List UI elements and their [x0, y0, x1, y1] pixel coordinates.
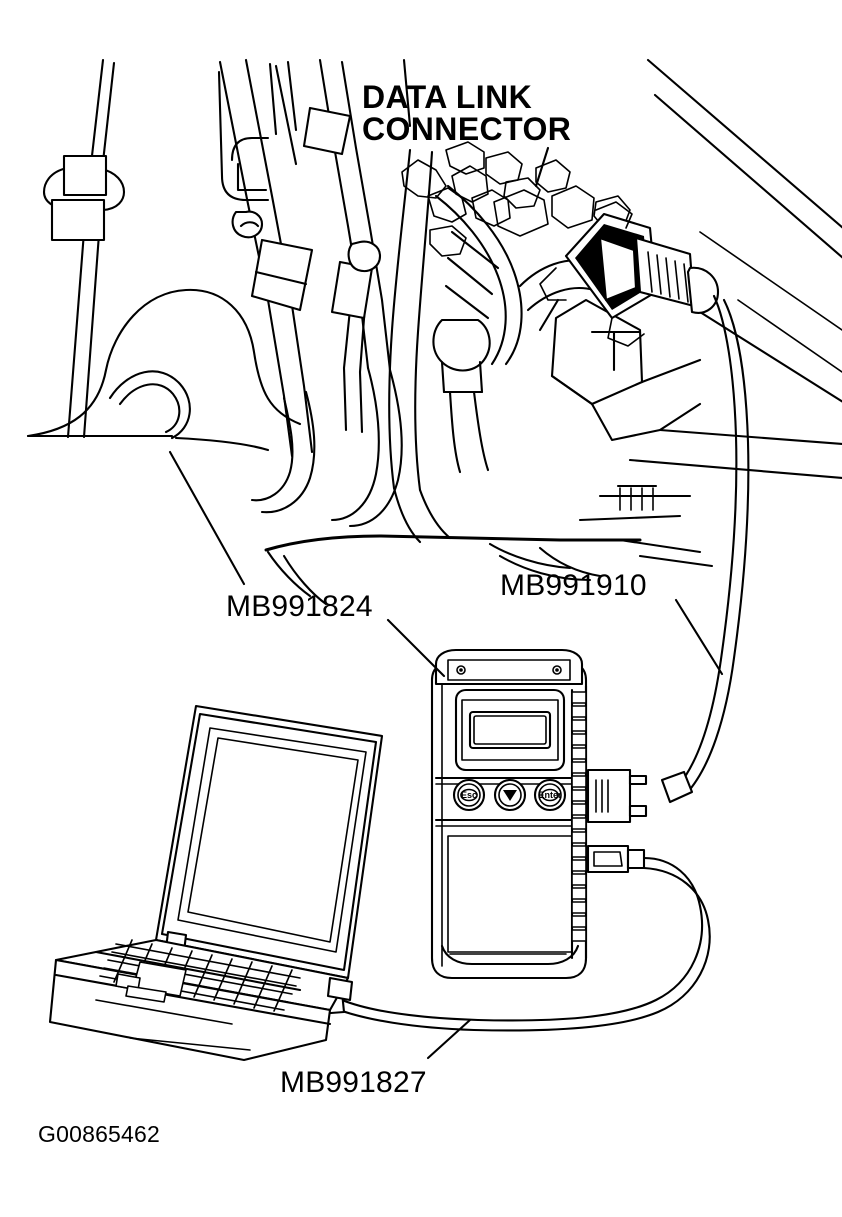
- esc-button-label: Esc: [461, 790, 477, 800]
- laptop-trackpad[interactable]: [115, 961, 187, 1003]
- junction-block: [518, 259, 702, 442]
- wiring-harness-main: [388, 148, 452, 544]
- steering-column: [218, 58, 403, 528]
- pedal-bracket: [26, 288, 302, 452]
- dash-edge-lines: [646, 58, 842, 373]
- callout-leader-lines: [386, 146, 724, 1060]
- figure-id-label: G00865462: [38, 1121, 160, 1147]
- connector-ribs: [647, 251, 689, 303]
- leader-mb991910: [674, 598, 724, 676]
- hood-release-cable: [42, 58, 126, 439]
- floor-carpet: [264, 534, 714, 606]
- down-arrow-glyph: [503, 790, 517, 801]
- harness-clips: [401, 141, 571, 257]
- callout-label-mb991827: MB991827: [280, 1066, 427, 1099]
- dash-bracket-left: [217, 70, 270, 239]
- personal-computer: [48, 704, 384, 1062]
- callout-label-mb991910: MB991910: [500, 569, 647, 602]
- enter-button[interactable]: Enter: [533, 778, 567, 812]
- enter-button-label: Enter: [538, 790, 562, 800]
- center-brackets: [268, 58, 412, 434]
- vehicle-underdash-illustration: [26, 58, 842, 606]
- leader-mb991827: [426, 1018, 472, 1060]
- scan-tool-vent-slots: [570, 684, 588, 960]
- usb-port[interactable]: [586, 844, 646, 874]
- leader-line-interior: [168, 450, 246, 586]
- callout-label-mb991824: MB991824: [226, 590, 373, 623]
- labels: DATA LINK CONNECTOR MB991824 MB991910 MB…: [38, 79, 647, 1147]
- leader-mb991824: [386, 618, 446, 678]
- data-link-connector-label-line1: DATA LINK: [362, 79, 532, 115]
- leader-data-link-connector: [534, 146, 550, 188]
- cable-mb991910: [660, 294, 750, 804]
- data-link-connector-assembly: [539, 201, 720, 347]
- data-link-connector-label-line2: CONNECTOR: [362, 111, 571, 147]
- wiring-harness-branches: [432, 184, 523, 474]
- laptop-screen[interactable]: [187, 737, 359, 943]
- dsub-port[interactable]: [586, 768, 648, 824]
- scan-tool-mb991824: Esc Enter: [430, 648, 648, 980]
- scan-tool-buttons: Esc Enter: [452, 778, 567, 812]
- scan-tool-top-handle: [434, 648, 584, 686]
- esc-button[interactable]: Esc: [452, 778, 486, 812]
- down-arrow-button[interactable]: [493, 778, 527, 812]
- scan-tool-display: [454, 688, 566, 772]
